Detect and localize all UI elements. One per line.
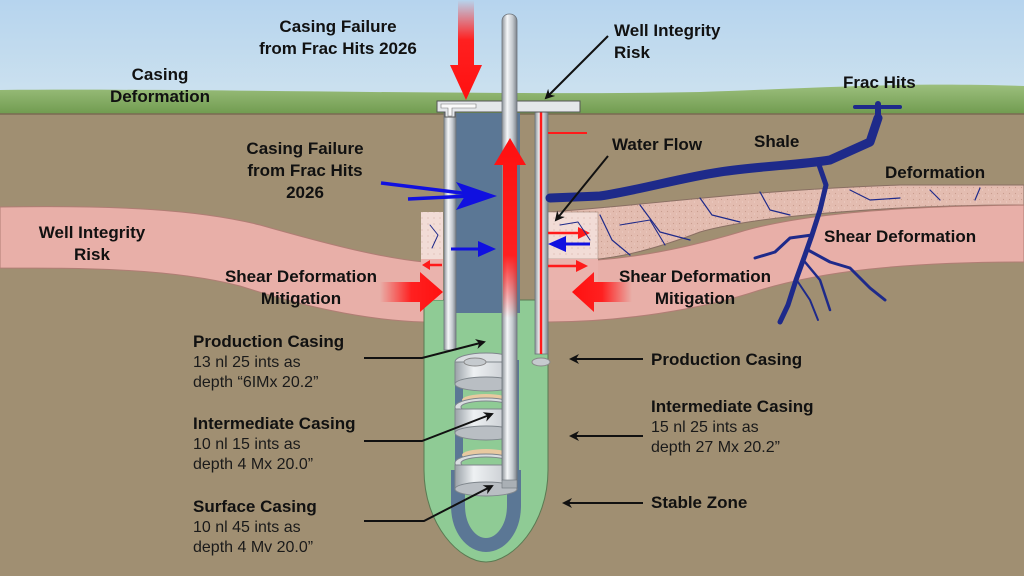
label-stable-zone: Stable Zone <box>651 493 748 512</box>
label-left-intermediate-casing: Intermediate Casing 10 nl 15 ints as dep… <box>193 414 356 473</box>
near-well-rock-right <box>547 211 599 260</box>
leader-lines <box>364 35 643 522</box>
label-right-production-casing: Production Casing <box>651 350 803 369</box>
near-well-rock-left <box>421 212 443 259</box>
production-casing-pipe-left <box>443 107 457 351</box>
frac-pressure-arrow-down <box>450 0 482 100</box>
label-casing-deformation: Casing Deformation <box>109 65 211 106</box>
label-shear-mitigation-right: Shear Deformation Mitigation <box>618 267 772 308</box>
label-water-flow: Water Flow <box>612 135 703 154</box>
label-left-surface-casing: Surface Casing 10 nl 45 ints as depth 4 … <box>193 497 317 556</box>
production-flow-arrow <box>494 138 526 318</box>
blue-force-arrows <box>380 181 590 257</box>
label-well-integrity-top: Well Integrity Risk <box>614 21 721 62</box>
label-right-intermediate-casing: Intermediate Casing 15 nl 25 ints as dep… <box>651 397 814 456</box>
frac-fracture-network <box>429 101 981 325</box>
label-shale: Shale <box>754 132 800 151</box>
small-flow-arrows <box>422 132 590 272</box>
label-frac-hits: Frac Hits <box>843 73 916 92</box>
label-casing-failure-mid: Casing Failure from Frac Hits 2026 <box>246 139 364 202</box>
mitigation-arrow-left <box>572 272 632 312</box>
mitigation-arrow-right <box>380 272 443 312</box>
label-deformation-right: Deformation <box>885 163 986 182</box>
casing-ring-surface <box>454 449 518 497</box>
tubing-shoe <box>501 479 518 489</box>
label-left-production-casing: Production Casing 13 nl 25 ints as depth… <box>193 332 345 391</box>
label-casing-failure-top: Casing Failure from Frac Hits 2026 <box>259 17 417 58</box>
label-well-integrity-left: Well Integrity Risk <box>38 223 146 264</box>
label-shear-deformation-right: Shear Deformation <box>824 227 977 246</box>
fractured-shale-layer <box>547 184 1024 263</box>
label-shear-mitigation-left: Shear Deformation Mitigation <box>224 267 378 308</box>
annulus-u-bottom <box>451 470 521 553</box>
wellhead-elbow <box>440 103 477 117</box>
